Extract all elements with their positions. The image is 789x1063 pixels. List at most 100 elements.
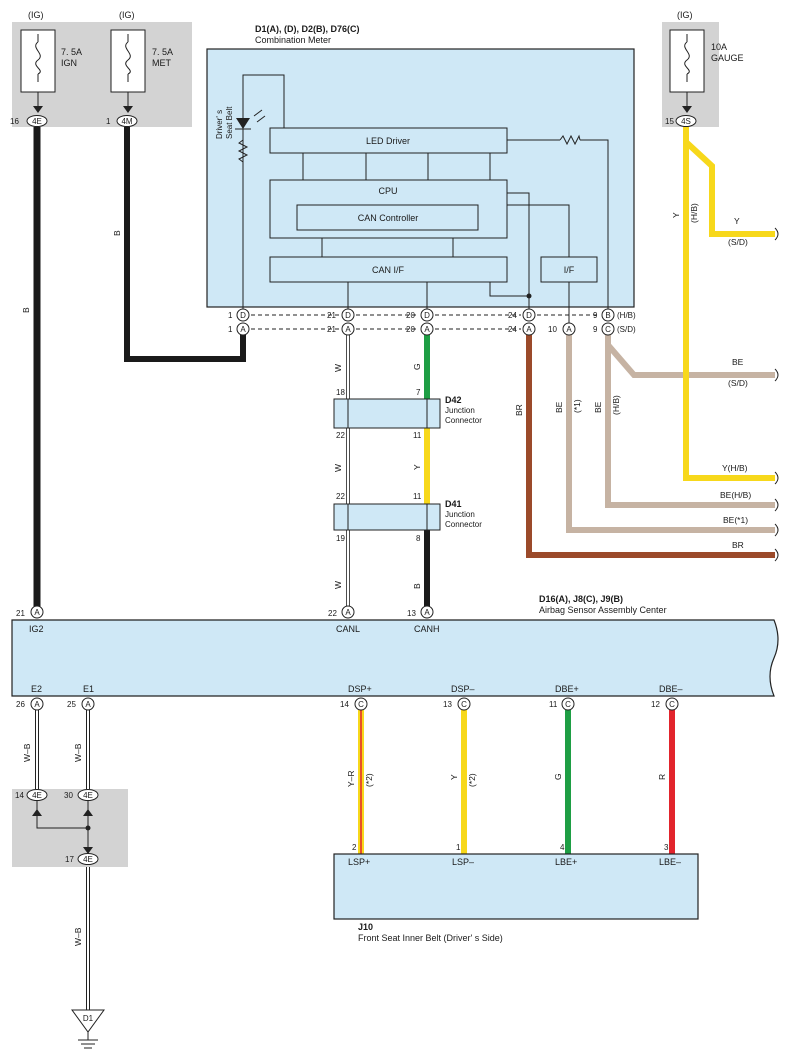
- junction-d41-id: D41: [445, 499, 462, 509]
- svg-text:LSP+: LSP+: [348, 857, 370, 867]
- svg-text:A: A: [424, 325, 430, 334]
- svg-text:A: A: [240, 325, 246, 334]
- svg-text:B: B: [605, 311, 610, 320]
- svg-text:1: 1: [228, 311, 233, 320]
- svg-text:LBE+: LBE+: [555, 857, 577, 867]
- svg-text:(H/B): (H/B): [617, 311, 636, 320]
- fuse-ign: (IG) 7. 5A IGN 16 4E: [10, 10, 82, 127]
- airbag-name: Airbag Sensor Assembly Center: [539, 605, 667, 615]
- resistor-icon: [559, 134, 581, 146]
- fuse-gauge-name: GAUGE: [711, 53, 744, 63]
- belt-id: J10: [358, 922, 373, 932]
- svg-text:11: 11: [549, 700, 558, 709]
- svg-text:21: 21: [16, 609, 25, 618]
- svg-text:D: D: [526, 311, 532, 320]
- svg-text:BE: BE: [732, 357, 744, 367]
- svg-text:Connector: Connector: [445, 520, 482, 529]
- svg-text:CANH: CANH: [414, 624, 440, 634]
- airbag-title: D16(A), J8(C), J9(B): [539, 594, 623, 604]
- svg-text:4E: 4E: [32, 791, 42, 800]
- svg-text:A: A: [85, 700, 91, 709]
- svg-text:17: 17: [65, 855, 74, 864]
- wire-br: [526, 335, 775, 558]
- fuse-gauge-pin: 15: [665, 117, 674, 126]
- svg-text:4: 4: [560, 843, 565, 852]
- svg-text:A: A: [345, 325, 351, 334]
- svg-text:A: A: [424, 608, 430, 617]
- svg-text:W–B: W–B: [73, 743, 83, 762]
- svg-text:A: A: [34, 608, 40, 617]
- svg-text:20: 20: [406, 311, 415, 320]
- svg-text:9: 9: [593, 325, 598, 334]
- svg-text:E2: E2: [31, 684, 42, 694]
- fuse-ign-name: IGN: [61, 58, 77, 68]
- svg-text:A: A: [345, 608, 351, 617]
- meter-name: Combination Meter: [255, 35, 331, 45]
- svg-text:LBE–: LBE–: [659, 857, 681, 867]
- svg-text:G: G: [412, 363, 422, 370]
- svg-text:DBE+: DBE+: [555, 684, 579, 694]
- svg-text:4E: 4E: [83, 791, 93, 800]
- svg-text:13: 13: [443, 700, 452, 709]
- svg-text:D: D: [240, 311, 246, 320]
- ground-id: D1: [83, 1014, 94, 1023]
- svg-text:A: A: [526, 325, 532, 334]
- svg-text:B: B: [112, 230, 122, 236]
- if-label: I/F: [564, 265, 575, 275]
- right-exits: Y (S/D) BE (S/D) Y(H/B) BE(H/B) BE(*1) B…: [720, 216, 779, 562]
- svg-text:13: 13: [407, 609, 416, 618]
- fuse-symbol-icon: [35, 34, 41, 82]
- svg-text:(*2): (*2): [364, 773, 374, 787]
- svg-text:(*1): (*1): [572, 399, 582, 413]
- resistor-icon: [237, 139, 249, 163]
- svg-text:B: B: [21, 307, 31, 313]
- svg-text:DBE–: DBE–: [659, 684, 683, 694]
- fuse-ign-pin: 16: [10, 117, 19, 126]
- led-icon: [236, 118, 250, 129]
- meter-connector-row-2: 1 A 21 A 20 A 24 A 10 A 9 C (S/D): [228, 322, 636, 336]
- fuse-ign-rating: 7. 5A: [61, 47, 82, 57]
- fuse-met: (IG) 7. 5A MET 1 4M: [106, 10, 173, 127]
- svg-text:E1: E1: [83, 684, 94, 694]
- svg-text:C: C: [669, 700, 675, 709]
- svg-text:9: 9: [593, 311, 598, 320]
- fuse-gauge-supply: (IG): [677, 10, 693, 20]
- svg-text:4E: 4E: [83, 855, 93, 864]
- svg-text:Y: Y: [734, 216, 740, 226]
- svg-text:20: 20: [406, 325, 415, 334]
- fuse-met-name: MET: [152, 58, 172, 68]
- wire-be-1: [566, 335, 775, 533]
- svg-text:B: B: [412, 583, 422, 589]
- svg-text:IG2: IG2: [29, 624, 44, 634]
- svg-text:22: 22: [336, 431, 345, 440]
- fuse-gauge-conn: 4S: [681, 117, 691, 126]
- combination-meter: D1(A), (D), D2(B), D76(C) Combination Me…: [206, 24, 636, 336]
- ground-icon: D1: [71, 1009, 105, 1049]
- svg-text:(*2): (*2): [467, 773, 477, 787]
- svg-text:1: 1: [228, 325, 233, 334]
- svg-text:14: 14: [340, 700, 349, 709]
- svg-text:Junction: Junction: [445, 406, 475, 415]
- svg-text:D: D: [345, 311, 351, 320]
- wires: [33, 127, 775, 1010]
- svg-text:(H/B): (H/B): [611, 395, 621, 415]
- svg-text:24: 24: [508, 325, 517, 334]
- svg-text:Y: Y: [412, 464, 422, 470]
- junction-d41: 22 11 19 8 D41 Junction Connector: [333, 492, 482, 543]
- fuse-ign-conn: 4E: [32, 117, 42, 126]
- svg-text:Junction: Junction: [445, 510, 475, 519]
- svg-text:30: 30: [64, 791, 73, 800]
- svg-text:CANL: CANL: [336, 624, 360, 634]
- svg-text:7: 7: [416, 388, 421, 397]
- svg-text:LSP–: LSP–: [452, 857, 474, 867]
- svg-text:24: 24: [508, 311, 517, 320]
- wire-met: [124, 127, 246, 362]
- front-seat-inner-belt: 2 LSP+ 1 LSP– 4 LBE+ 3 LBE– J10 Front Se…: [333, 843, 699, 943]
- svg-text:26: 26: [16, 700, 25, 709]
- svg-text:Y–R: Y–R: [346, 770, 356, 787]
- svg-text:DSP+: DSP+: [348, 684, 372, 694]
- meter-connector-row-1: 1 D 21 D 20 D 24 D 9 B (H/B): [228, 308, 636, 322]
- cpu-label: CPU: [378, 186, 397, 196]
- fuse-met-supply: (IG): [119, 10, 135, 20]
- svg-text:(S/D): (S/D): [617, 325, 636, 334]
